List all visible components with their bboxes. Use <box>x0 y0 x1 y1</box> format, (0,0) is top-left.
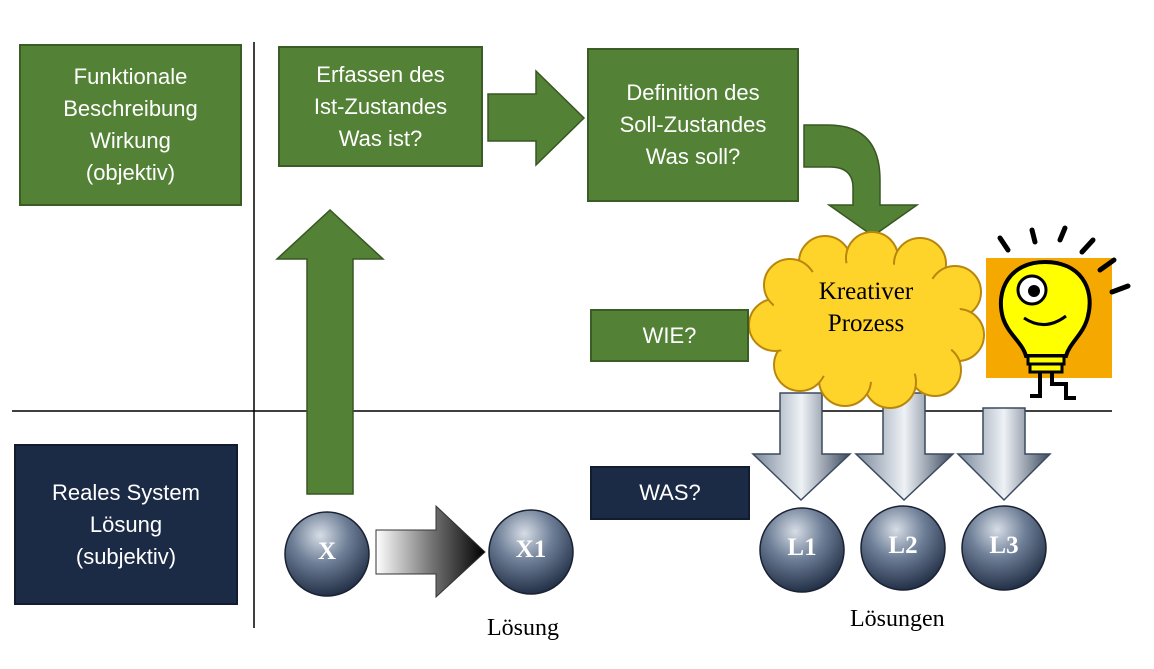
wie-box: WIE? <box>590 309 749 362</box>
reales-system-box: Reales System Lösung (subjektiv) <box>14 444 238 605</box>
box-line: (subjektiv) <box>75 543 177 569</box>
box-line: Was soll? <box>645 144 741 169</box>
circle-l2 <box>860 505 946 591</box>
down-arrow-icon <box>854 392 955 502</box>
circle-l3 <box>961 505 1047 591</box>
box-line: WAS? <box>639 480 701 505</box>
gradient-arrow-icon <box>375 504 486 599</box>
box-line: Funktionale <box>73 64 188 89</box>
circle-x-label: X <box>317 538 337 565</box>
box-line: Lösung <box>89 511 163 537</box>
circle-x <box>284 511 370 597</box>
box-line: Was ist? <box>338 125 423 151</box>
circle-l2-label: L2 <box>888 532 918 559</box>
circle-l1-label: L1 <box>787 534 817 561</box>
cloud-line: Prozess <box>827 310 905 337</box>
lightbulb-icon <box>986 225 1131 400</box>
box-line: WIE? <box>642 322 697 348</box>
cloud-text: Kreativer Prozess <box>786 276 946 340</box>
circle-l3-label: L3 <box>989 532 1019 559</box>
was-box: WAS? <box>590 466 750 520</box>
box-line: Ist-Zustandes <box>313 93 448 119</box>
down-arrow-icon <box>956 407 1052 502</box>
circle-l1 <box>759 507 845 593</box>
box-line: Definition des <box>626 80 760 105</box>
circle-x1-label: X1 <box>515 536 547 563</box>
box-line: Soll-Zustandes <box>619 112 767 137</box>
curved-arrow-icon <box>803 124 920 237</box>
cloud-line: Kreativer <box>818 278 914 305</box>
soll-zustand-box: Definition des Soll-Zustandes Was soll? <box>587 48 799 202</box>
loesung-label: Lösung <box>487 615 559 641</box>
up-arrow-icon <box>275 208 385 495</box>
box-line: (objektiv) <box>85 160 176 185</box>
down-arrow-icon <box>751 392 852 502</box>
thought-cloud-icon <box>748 231 985 409</box>
circle-x1 <box>488 509 574 595</box>
right-arrow-icon <box>487 69 586 167</box>
ist-zustand-box: Erfassen des Ist-Zustandes Was ist? <box>278 46 483 167</box>
box-line: Reales System <box>52 479 200 505</box>
box-line: Erfassen des <box>316 61 445 87</box>
funktionale-beschreibung-box: Funktionale Beschreibung Wirkung (objekt… <box>19 44 242 206</box>
loesungen-label: Lösungen <box>850 606 945 632</box>
box-line: Beschreibung <box>63 96 198 121</box>
box-line: Wirkung <box>90 128 171 153</box>
